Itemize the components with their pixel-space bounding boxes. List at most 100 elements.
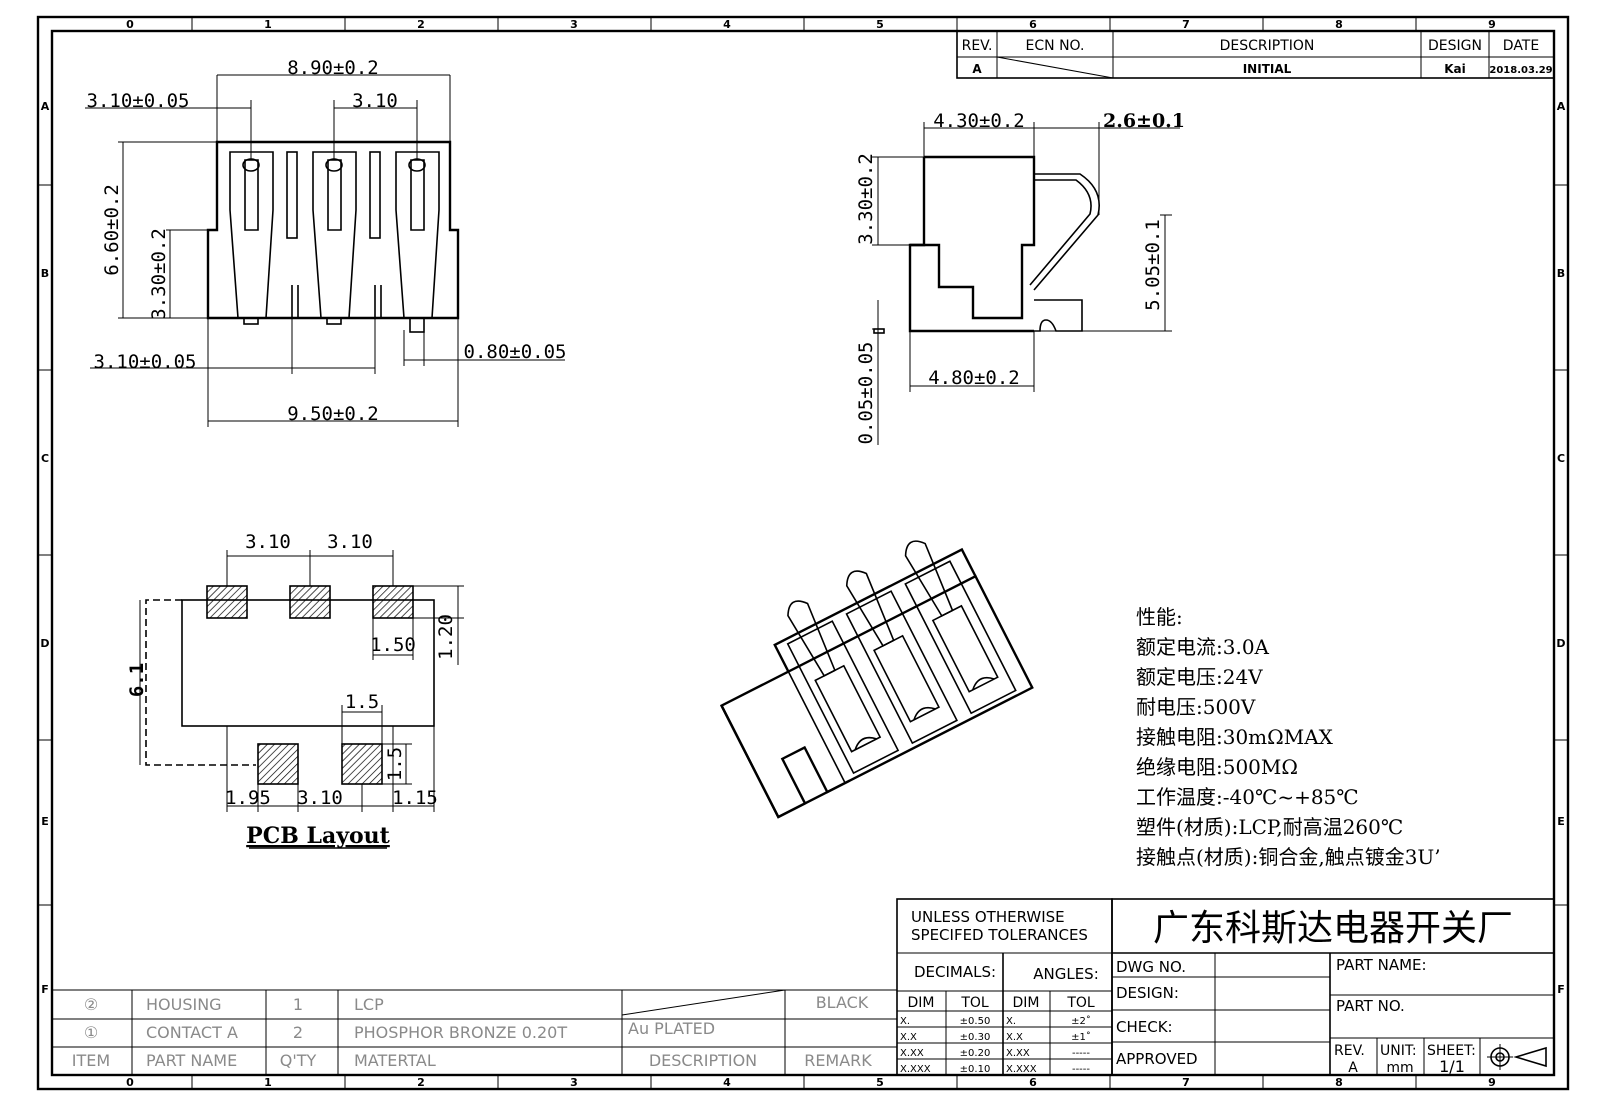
revision-designer: Kai: [1444, 62, 1466, 76]
bom-qty-contact: 2: [293, 1023, 303, 1042]
part-no-label: PART NO.: [1336, 997, 1405, 1015]
tolerance-block: UNLESS OTHERWISE SPECIFED TOLERANCES DEC…: [896, 898, 1113, 1076]
ang-row-4-tol: -----: [1072, 1064, 1090, 1075]
pad-top-2: [289, 585, 331, 619]
revision-block: REV. ECN NO. DESCRIPTION DESIGN DATE A I…: [956, 30, 1555, 79]
dim-overall-depth: 6.60±0.2: [101, 184, 123, 276]
zone-col-9: 9: [1488, 18, 1496, 31]
tolerance-title-1: UNLESS OTHERWISE: [911, 908, 1065, 926]
dim-base-width: 9.50±0.2: [287, 403, 379, 425]
zone-col-2: 2: [417, 18, 425, 31]
sheet-label: SHEET:: [1427, 1043, 1476, 1059]
iso-contact-3: [904, 540, 1017, 715]
design-label: DESIGN:: [1116, 984, 1179, 1002]
dec-row-2-dim: X.X: [900, 1032, 917, 1043]
zone-row-d: D: [40, 637, 49, 650]
outer-border: [36, 15, 1570, 1091]
zone-row-a-right: A: [1557, 100, 1566, 113]
zone-col-8-bottom: 8: [1335, 1076, 1343, 1089]
pad-bottom-1: [257, 743, 299, 785]
isometric-view: [719, 540, 1034, 819]
pcb-dimension-lines: [139, 550, 464, 812]
zone-col-6: 6: [1029, 18, 1037, 31]
dim-step-depth: 3.30±0.2: [148, 228, 170, 320]
decimals-dim-header: DIM: [908, 995, 935, 1011]
zone-col-1-bottom: 1: [264, 1076, 272, 1089]
contact-slot-middle: [312, 151, 357, 319]
top-view-dimension-lines: [85, 74, 565, 427]
projection-symbol-icon: [1487, 1044, 1547, 1070]
pcb-dim-pad-height: 1.20: [435, 614, 457, 660]
ang-row-2-tol: ±1˚: [1071, 1031, 1091, 1043]
description-header: DESCRIPTION: [1220, 38, 1315, 54]
ang-row-3-dim: X.XX: [1006, 1048, 1030, 1059]
pcb-dim-lower-pitch: 3.10: [297, 787, 343, 809]
iso-contact-1: [786, 600, 900, 775]
sheet-value: 1/1: [1439, 1057, 1465, 1076]
housing-rib-left: [286, 151, 298, 239]
dec-row-2-tol: ±0.30: [960, 1032, 991, 1043]
bom-item-2: ②: [84, 995, 98, 1014]
pad-bottom-2: [341, 743, 383, 785]
rev-label: REV.: [1334, 1043, 1365, 1059]
zone-col-1: 1: [264, 18, 272, 31]
unit-value: mm: [1386, 1060, 1413, 1076]
bom-qty-housing: 1: [293, 995, 303, 1014]
zone-col-3: 3: [570, 18, 578, 31]
dec-row-1-tol: ±0.50: [960, 1016, 991, 1027]
spec-operating-temperature: 工作温度:-40℃~+85℃: [1136, 785, 1359, 809]
bom-header-material: MATERTAL: [354, 1051, 436, 1070]
date-header: DATE: [1503, 38, 1539, 54]
zone-col-8: 8: [1335, 18, 1343, 31]
tolerance-title-2: SPECIFED TOLERANCES: [911, 926, 1088, 944]
dec-row-3-dim: X.XX: [900, 1048, 924, 1059]
bom-material-contact: PHOSPHOR BRONZE 0.20T: [354, 1023, 567, 1042]
contact-slot-left: [229, 151, 274, 319]
pcb-layout: 3.10 3.10 1.20 1.50 6.1 1.5 1.5 1.95 3.1…: [126, 531, 464, 849]
ang-row-4-dim: X.XXX: [1006, 1064, 1037, 1075]
dec-row-4-dim: X.XXX: [900, 1064, 931, 1075]
zone-row-e-right: E: [1557, 815, 1565, 828]
zone-col-3-bottom: 3: [570, 1076, 578, 1089]
zone-labels: 0 1 2 3 4 5 6 7 8 9 0 1 2 3 4 5 6 7 8 9 …: [40, 18, 1565, 1089]
title-block: 广东科斯达电器开关厂 DWG NO. DESIGN: CHECK: APPROV…: [1111, 898, 1555, 1076]
zone-col-5-bottom: 5: [876, 1076, 884, 1089]
spec-withstand-voltage: 耐电压:500V: [1136, 695, 1256, 719]
ang-row-1-dim: X.: [1006, 1016, 1016, 1027]
zone-col-0: 0: [126, 18, 134, 31]
zone-row-a: A: [41, 100, 50, 113]
zone-col-0-bottom: 0: [126, 1076, 134, 1089]
pcb-layout-title: PCB Layout: [246, 823, 390, 849]
pcb-dim-right-offset: 1.15: [392, 787, 438, 809]
zone-row-b-right: B: [1557, 267, 1565, 280]
side-view: 4.30±0.2 2.6±0.1 3.30±0.2 5.05±0.1 0.05±…: [855, 110, 1185, 445]
ang-row-1-tol: ±2˚: [1071, 1015, 1091, 1027]
zone-col-4-bottom: 4: [723, 1076, 731, 1089]
dim-contact-height: 5.05±0.1: [1142, 219, 1164, 311]
zone-col-5: 5: [876, 18, 884, 31]
revision-description: INITIAL: [1243, 62, 1292, 76]
decimals-label: DECIMALS:: [914, 963, 996, 981]
dec-row-4-tol: ±0.10: [960, 1064, 991, 1075]
bom-table: ② HOUSING 1 LCP BLACK ① CONTACT A 2 PHOS…: [51, 989, 898, 1076]
pcb-dim-lower-pad-height: 1.5: [384, 747, 406, 781]
rev-value-title: A: [1348, 1060, 1358, 1076]
bom-item-1: ①: [84, 1023, 98, 1042]
spec-contact-resistance: 接触电阻:30mΩMAX: [1136, 725, 1334, 749]
approved-label: APPROVED: [1116, 1050, 1198, 1068]
pcb-dim-pitch-2: 3.10: [327, 531, 373, 553]
dec-row-3-tol: ±0.20: [960, 1048, 991, 1059]
zone-col-2-bottom: 2: [417, 1076, 425, 1089]
spec-rated-voltage: 额定电压:24V: [1136, 665, 1263, 689]
dim-body-width: 4.30±0.2: [933, 110, 1025, 132]
iso-contact-2: [845, 570, 958, 745]
zone-row-f: F: [41, 983, 49, 996]
angles-dim-header: DIM: [1013, 995, 1040, 1011]
ang-row-2-dim: X.X: [1006, 1032, 1023, 1043]
zone-col-7-bottom: 7: [1182, 1076, 1190, 1089]
spec-insulation-resistance: 绝缘电阻:500MΩ: [1136, 755, 1298, 779]
spec-rated-current: 额定电流:3.0A: [1136, 635, 1270, 659]
top-view: 8.90±0.2 3.10±0.05 3.10 6.60±0.2 3.30±0.…: [85, 57, 566, 427]
decimals-tol-header: TOL: [960, 995, 989, 1011]
pcb-dim-left-offset: 1.95: [225, 787, 271, 809]
